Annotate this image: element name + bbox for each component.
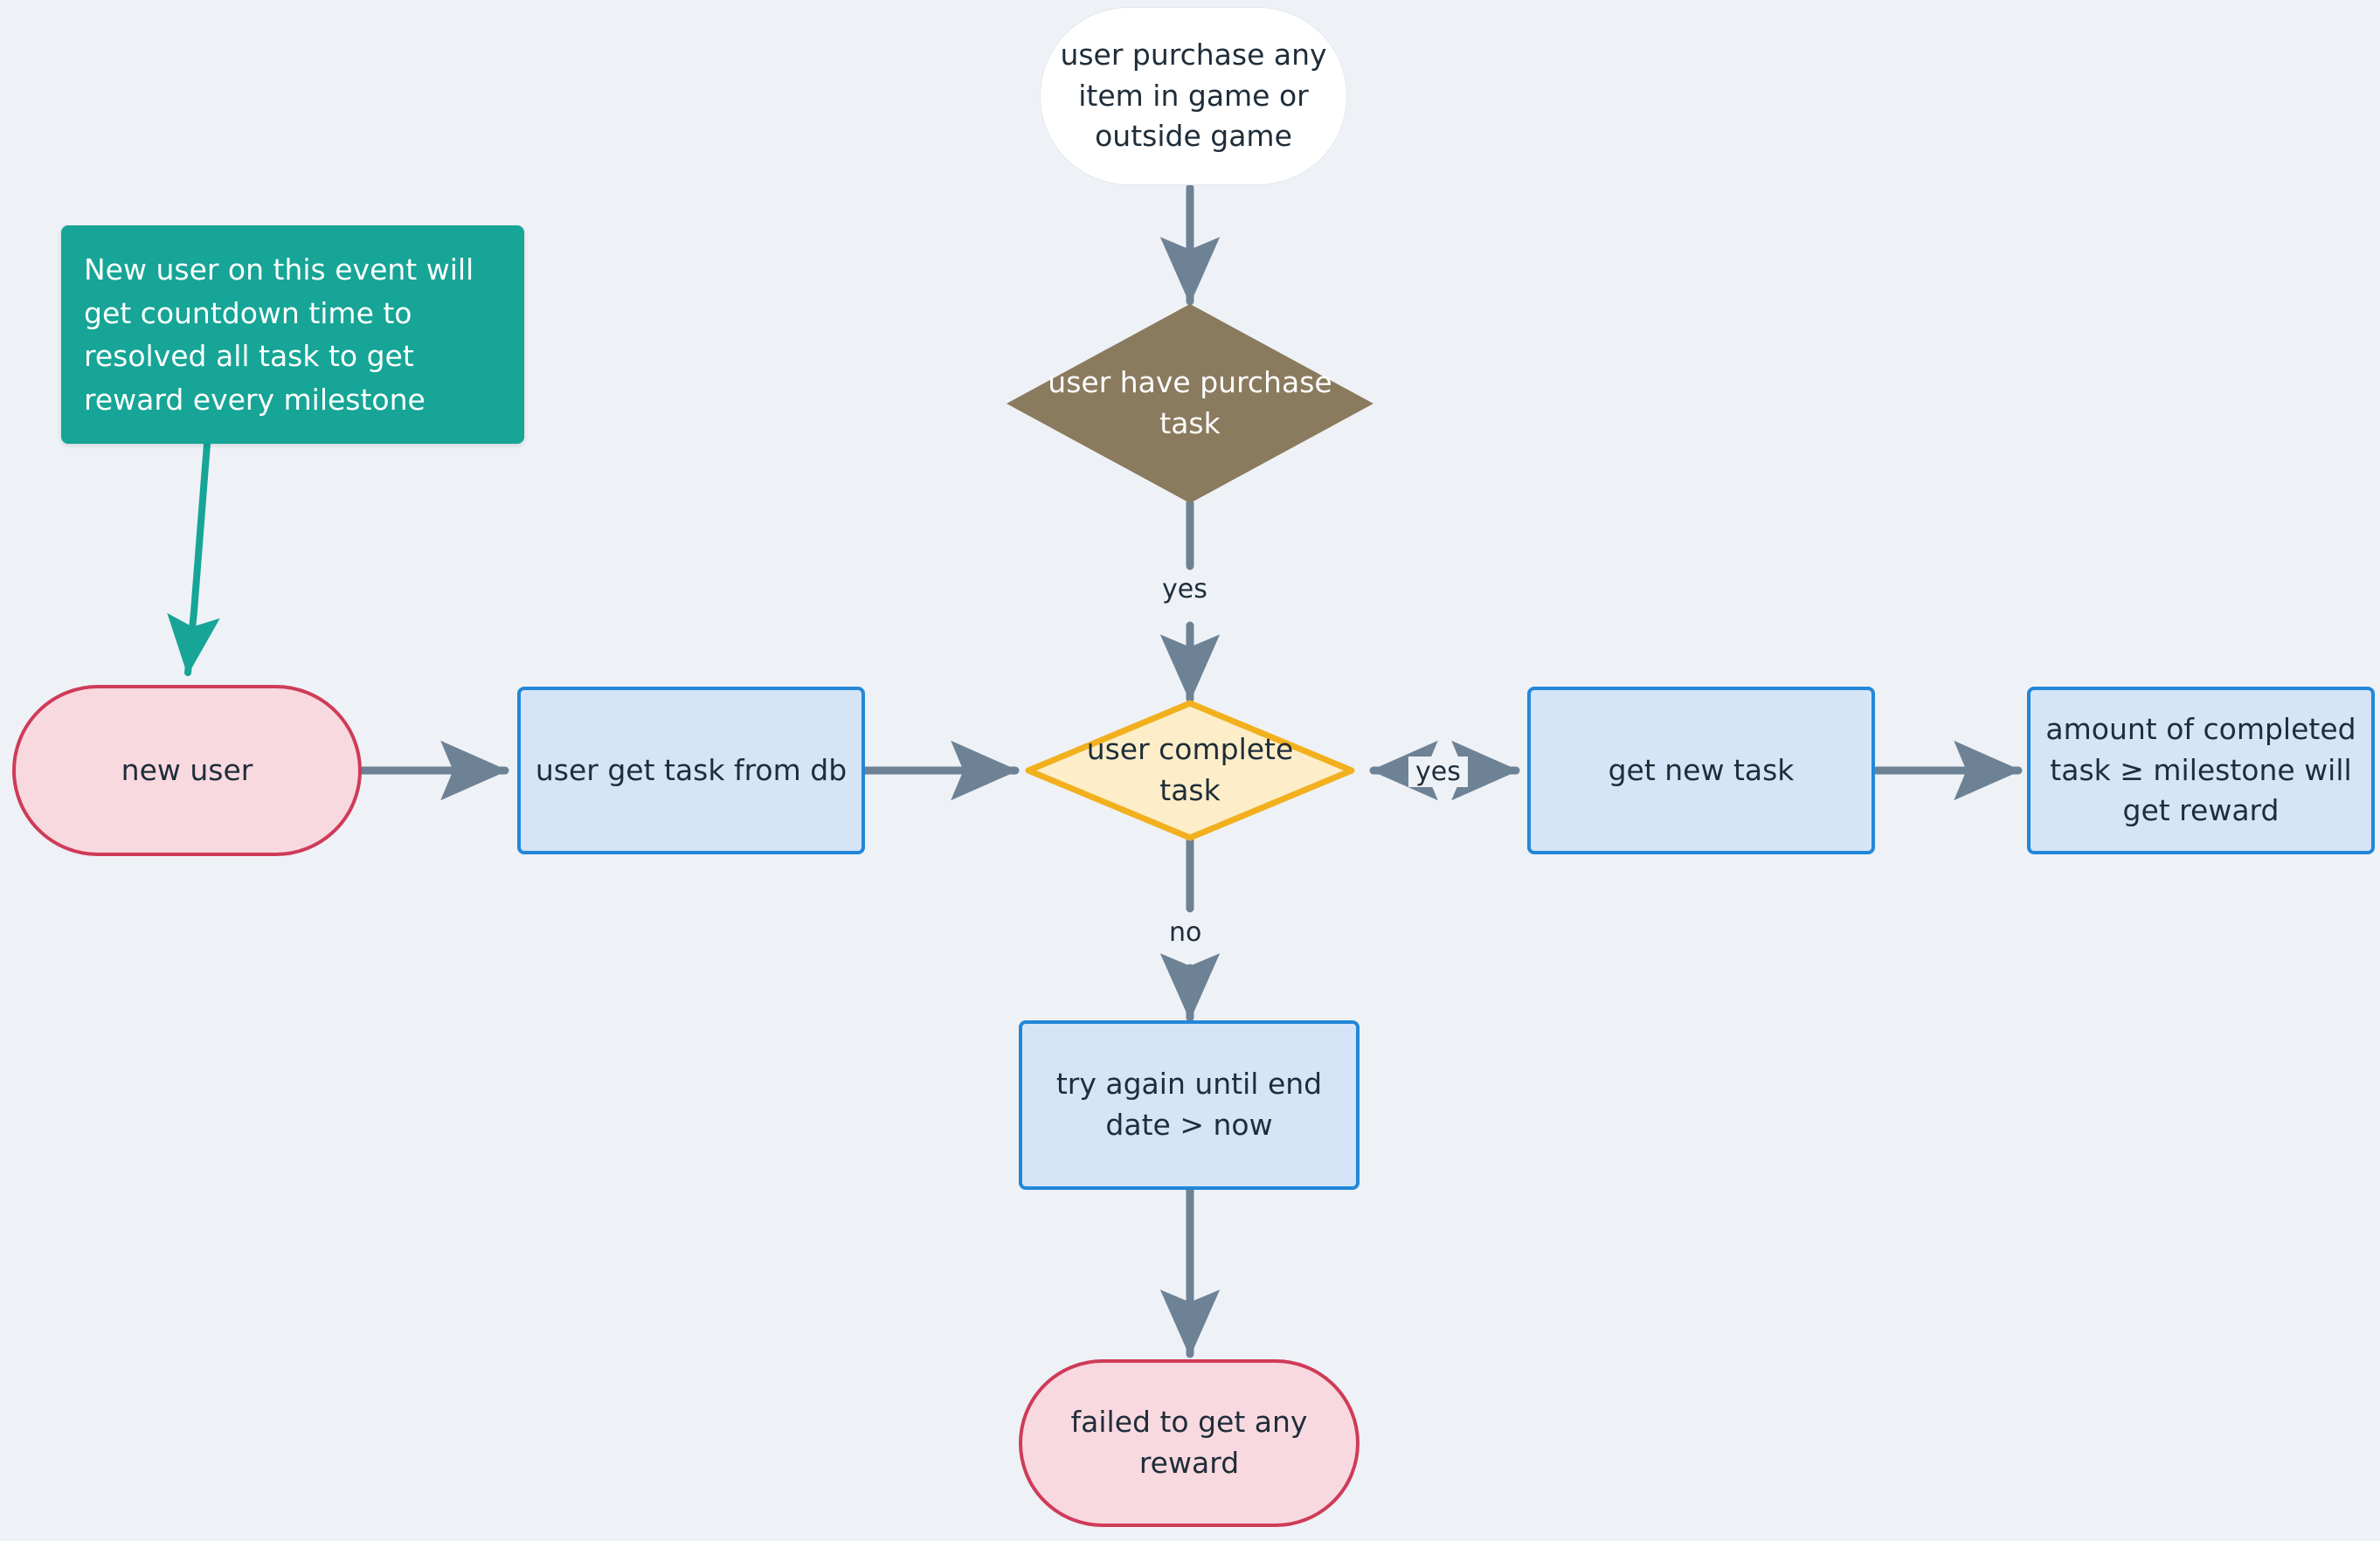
node-label: user have purchase task: [1048, 365, 1332, 440]
node-label: user purchase any item in game or outsid…: [1060, 37, 1327, 154]
diamond-shape: [1007, 304, 1373, 503]
node-label: user get task from db: [535, 752, 848, 787]
edge-label-complete-no: no: [1162, 917, 1209, 948]
node-decision-user-have-purchase-task[interactable]: user have purchase task: [1007, 304, 1373, 503]
edge-note-to-newuser: [167, 440, 220, 676]
node-new-user[interactable]: new user: [12, 685, 362, 856]
node-get-new-task[interactable]: get new task: [1527, 687, 1875, 854]
node-label: user complete task: [1086, 732, 1294, 807]
node-label: failed to get any reward: [1070, 1405, 1308, 1480]
node-label: new user: [121, 752, 253, 787]
node-label: get new task: [1608, 752, 1795, 787]
edge-label-complete-yes: yes: [1408, 757, 1468, 787]
node-label: amount of completed task ≥ milestone wil…: [2045, 711, 2356, 828]
node-amount-completed-reward[interactable]: amount of completed task ≥ milestone wil…: [2027, 687, 2375, 854]
node-start-user-purchase[interactable]: user purchase any item in game or outsid…: [1040, 7, 1347, 185]
note-label: New user on this event will get countdow…: [84, 252, 474, 417]
node-label: try again until end date > now: [1055, 1067, 1323, 1142]
edge-label-purchase-yes: yes: [1155, 574, 1214, 605]
node-failed-to-get-reward[interactable]: failed to get any reward: [1019, 1359, 1360, 1527]
node-decision-user-complete-task[interactable]: user complete task: [1024, 699, 1356, 842]
node-user-get-task-from-db[interactable]: user get task from db: [517, 687, 865, 854]
node-note-new-user[interactable]: New user on this event will get countdow…: [61, 225, 524, 444]
node-try-again[interactable]: try again until end date > now: [1019, 1020, 1360, 1190]
